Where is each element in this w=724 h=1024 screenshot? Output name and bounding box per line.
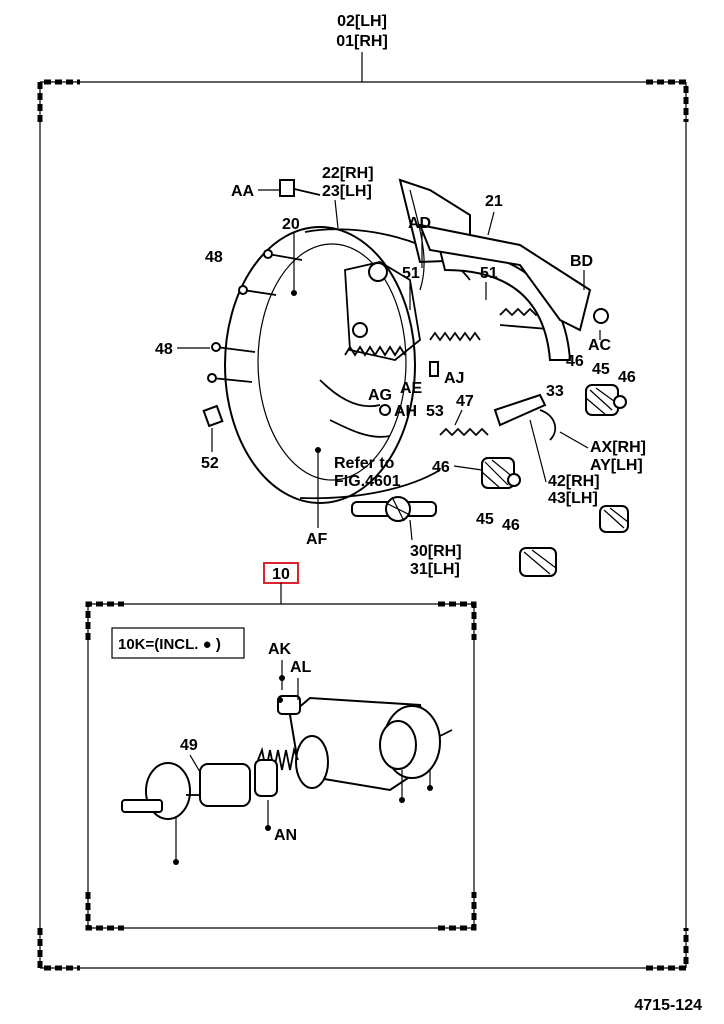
callout-BD: BD bbox=[570, 253, 593, 270]
callout-48-upper: 48 bbox=[205, 249, 223, 266]
callout-33: 33 bbox=[546, 383, 564, 400]
callout-46-lower: 46 bbox=[502, 517, 520, 534]
subassembly-number-box bbox=[263, 562, 299, 604]
callout-AD: AD bbox=[408, 215, 431, 232]
callout-AH: AH bbox=[394, 403, 417, 420]
callout-AF: AF bbox=[306, 531, 328, 548]
inner-subassembly-frame bbox=[85, 601, 477, 931]
callout-46-upper-left: 46 bbox=[566, 353, 584, 370]
callout-AK: AK bbox=[268, 641, 292, 658]
brake-drum-illustration bbox=[224, 178, 592, 504]
callout-52: 52 bbox=[201, 455, 219, 472]
callout-AY: AY[LH] bbox=[590, 457, 643, 474]
subassembly-callouts: AK AL 49 AN bbox=[173, 641, 433, 865]
fastener-right-1 bbox=[599, 505, 629, 533]
callout-30: 30[RH] bbox=[410, 543, 462, 560]
callout-51-right: 51 bbox=[480, 265, 498, 282]
callout-21: 21 bbox=[485, 193, 503, 210]
callout-31: 31[LH] bbox=[410, 561, 460, 578]
callout-46-mid: 46 bbox=[432, 459, 450, 476]
kit-note-box bbox=[111, 627, 245, 659]
subassembly-number: 10 bbox=[272, 566, 290, 583]
callout-AE: AE bbox=[400, 380, 423, 397]
refer-to-line2: FIG.4601 bbox=[334, 473, 401, 490]
callout-AC: AC bbox=[588, 337, 612, 354]
wheel-cylinder-illustration bbox=[121, 695, 453, 820]
callout-45-lower: 45 bbox=[476, 511, 494, 528]
adjuster-30-31 bbox=[351, 496, 437, 522]
fastener-45-46-upper bbox=[585, 308, 627, 416]
wheel-bolts-48 bbox=[207, 249, 303, 383]
assembly-label-rh: 01[RH] bbox=[336, 33, 388, 50]
plug-52 bbox=[202, 404, 224, 428]
callout-AN: AN bbox=[274, 827, 297, 844]
outer-assembly-frame bbox=[37, 52, 689, 971]
callout-20: 20 bbox=[282, 216, 300, 233]
callout-46-upper-right: 46 bbox=[618, 369, 636, 386]
callout-47: 47 bbox=[456, 393, 474, 410]
figure-number: 4715-124 bbox=[634, 997, 702, 1014]
assembly-label-lh: 02[LH] bbox=[337, 13, 387, 30]
callout-AA: AA bbox=[231, 183, 255, 200]
callout-AG: AG bbox=[368, 387, 392, 404]
callout-51-left: 51 bbox=[402, 265, 420, 282]
fastener-right-2 bbox=[519, 547, 557, 577]
callout-48-lower: 48 bbox=[155, 341, 173, 358]
fastener-45-46-lower bbox=[481, 457, 521, 489]
callout-53: 53 bbox=[426, 403, 444, 420]
callout-AL: AL bbox=[290, 659, 312, 676]
callout-45-upper: 45 bbox=[592, 361, 610, 378]
callout-23: 23[LH] bbox=[322, 183, 372, 200]
callout-AX: AX[RH] bbox=[590, 439, 646, 456]
refer-to-line1: Refer to bbox=[334, 455, 395, 472]
callout-AJ: AJ bbox=[444, 370, 464, 387]
callout-49: 49 bbox=[180, 737, 198, 754]
kit-note: 10K=(INCL. ● ) bbox=[118, 636, 221, 653]
callout-43: 43[LH] bbox=[548, 490, 598, 507]
main-callouts: AA 22[RH] 23[LH] 20 AD 21 BD 48 51 51 48… bbox=[155, 165, 646, 578]
callout-22: 22[RH] bbox=[322, 165, 374, 182]
bolt-AA bbox=[279, 179, 321, 197]
callout-42: 42[RH] bbox=[548, 473, 600, 490]
